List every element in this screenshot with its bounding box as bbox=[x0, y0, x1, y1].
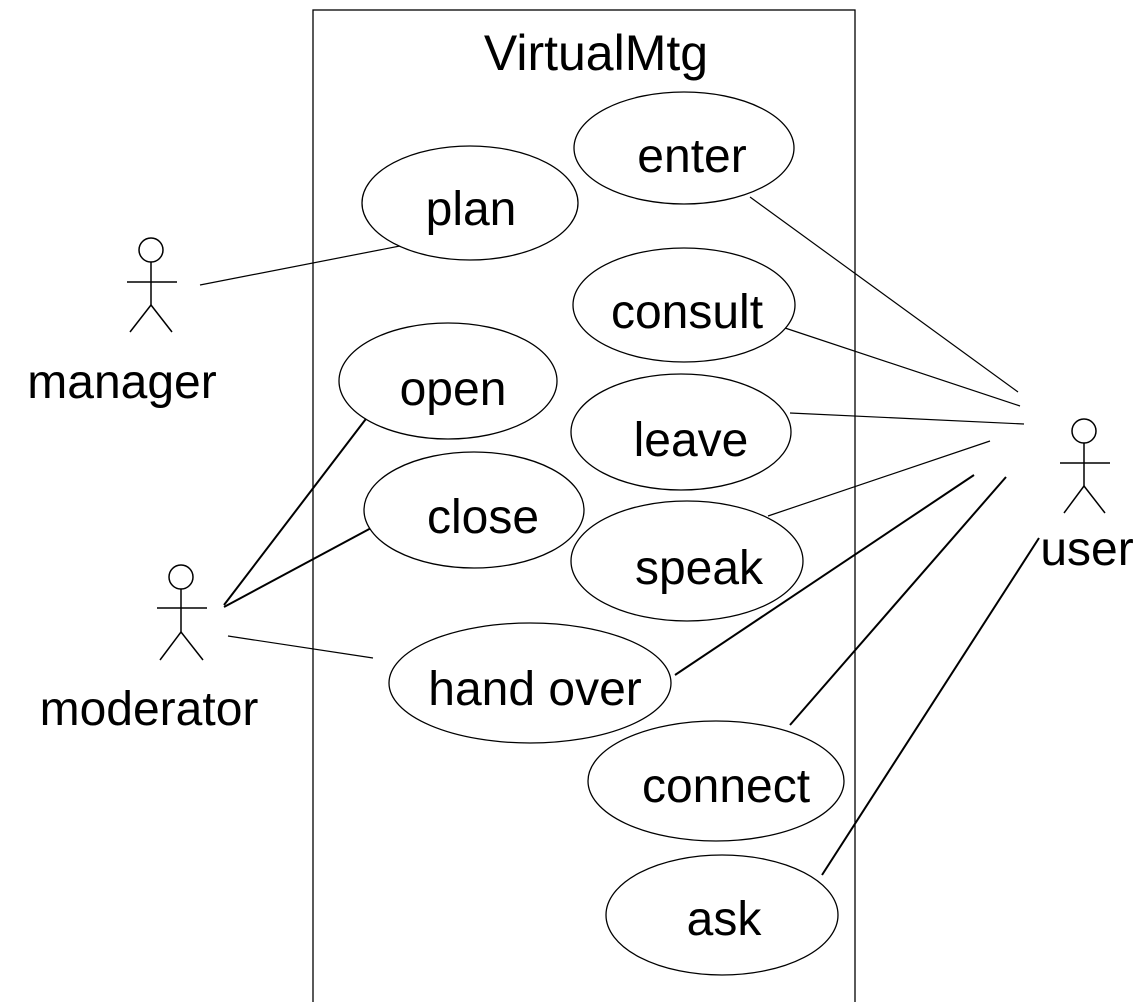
association-moderator-close[interactable] bbox=[223, 526, 374, 608]
use-case-open[interactable]: open bbox=[338, 322, 558, 440]
actor-user[interactable]: user bbox=[1040, 418, 1134, 576]
stick-figure-icon bbox=[127, 237, 177, 333]
stick-figure-icon bbox=[157, 564, 207, 661]
use-case-speak-label: speak bbox=[635, 542, 764, 595]
use-case-close-label: close bbox=[427, 491, 539, 544]
use-case-ask[interactable]: ask bbox=[605, 854, 839, 976]
association-user-consult[interactable] bbox=[784, 327, 1021, 407]
association-user-hand-over[interactable] bbox=[674, 474, 975, 676]
actor-manager[interactable]: manager bbox=[27, 237, 217, 409]
association-user-ask[interactable] bbox=[821, 537, 1040, 876]
associations bbox=[199, 196, 1040, 876]
use-case-open-label: open bbox=[400, 363, 507, 416]
actor-moderator-label: moderator bbox=[40, 683, 259, 736]
use-case-connect[interactable]: connect bbox=[587, 720, 845, 842]
use-case-leave-label: leave bbox=[634, 414, 749, 467]
association-user-enter[interactable] bbox=[749, 196, 1019, 393]
association-user-leave[interactable] bbox=[789, 412, 1025, 425]
use-case-plan[interactable]: plan bbox=[361, 145, 579, 261]
use-case-plan-label: plan bbox=[426, 183, 517, 236]
system-name: VirtualMtg bbox=[484, 25, 708, 81]
use-case-hand-over[interactable]: hand over bbox=[388, 622, 672, 744]
use-case-leave[interactable]: leave bbox=[570, 373, 792, 491]
use-case-close[interactable]: close bbox=[363, 451, 585, 569]
association-user-connect[interactable] bbox=[789, 476, 1007, 726]
use-case-consult-label: consult bbox=[611, 286, 763, 339]
stick-figure-icon bbox=[1060, 418, 1110, 514]
association-moderator-hand-over[interactable] bbox=[227, 635, 374, 659]
use-case-hand-over-label: hand over bbox=[428, 663, 642, 716]
system-boundary: VirtualMtg bbox=[312, 9, 856, 1002]
use-case-consult[interactable]: consult bbox=[572, 247, 796, 363]
use-case-enter-label: enter bbox=[637, 130, 746, 183]
actor-moderator[interactable]: moderator bbox=[40, 564, 259, 736]
association-moderator-open[interactable] bbox=[223, 406, 376, 606]
use-case-speak[interactable]: speak bbox=[570, 500, 804, 622]
use-case-connect-label: connect bbox=[642, 760, 810, 813]
use-case-enter[interactable]: enter bbox=[573, 91, 795, 205]
use-case-ask-label: ask bbox=[687, 893, 763, 946]
association-manager-plan[interactable] bbox=[199, 244, 406, 286]
actor-manager-label: manager bbox=[27, 356, 216, 409]
actor-user-label: user bbox=[1040, 523, 1133, 576]
association-user-speak[interactable] bbox=[767, 440, 991, 517]
